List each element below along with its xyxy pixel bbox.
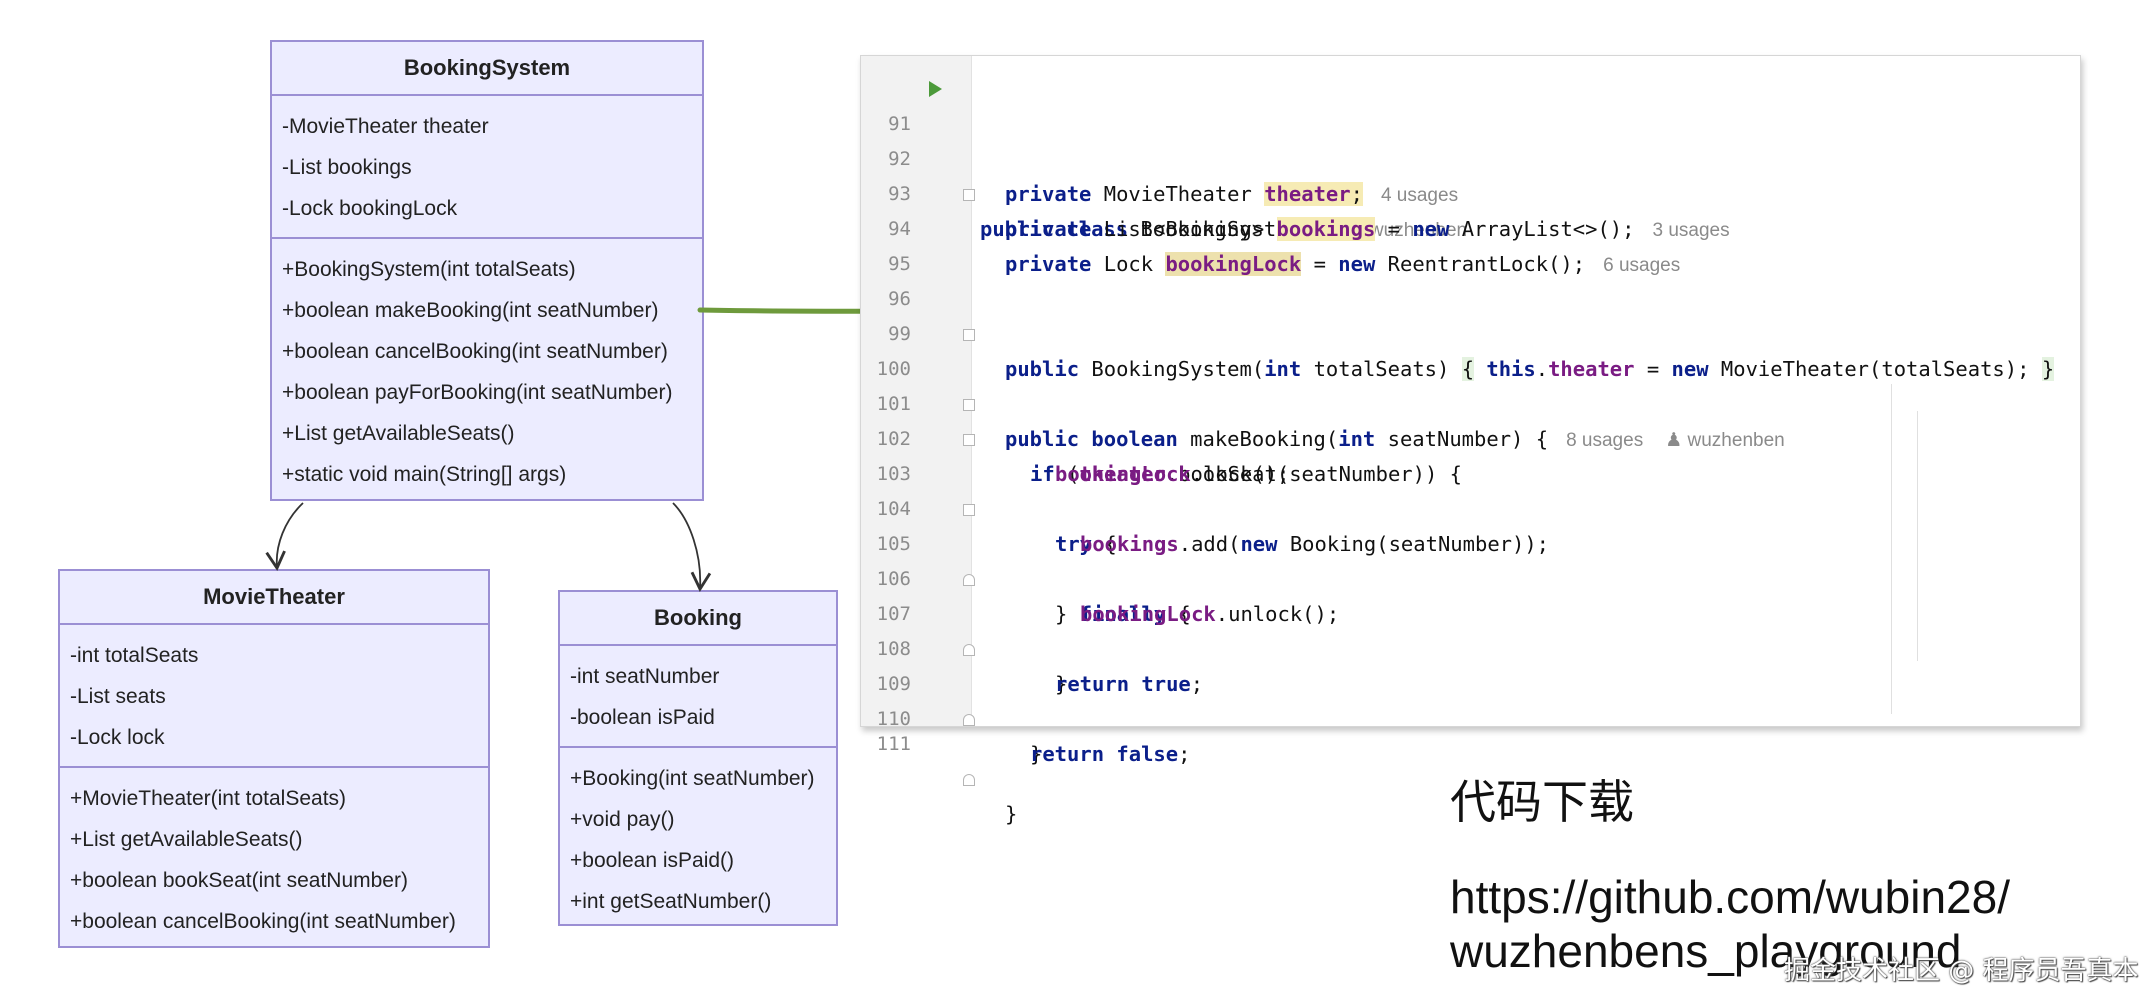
fold-icon[interactable] [963, 504, 975, 516]
fold-icon[interactable] [963, 434, 975, 446]
line-number: 111 [876, 733, 911, 755]
class-method: +boolean isPaid() [570, 849, 735, 872]
code-line: 94 private Lock bookingLock = new Reentr… [861, 177, 2080, 276]
line-number: 106 [876, 568, 911, 590]
line-number: 91 [888, 113, 911, 135]
class-name: BookingSystem [272, 42, 702, 96]
line-number: 104 [876, 498, 911, 520]
class-method: +int getSeatNumber() [570, 890, 772, 913]
class-name: MovieTheater [60, 571, 488, 625]
fold-end-icon[interactable] [963, 574, 975, 586]
repo-url-link[interactable]: https://github.com/wubin28/ wuzhenbens_p… [1450, 870, 2090, 978]
code-line: 92 private MovieTheater theater;4 usages [861, 107, 2080, 206]
code-line: 91 public class BookingSystem {♟ wuzhenb… [861, 72, 2080, 241]
fold-end-icon[interactable] [963, 644, 975, 656]
line-number: 93 [888, 183, 911, 205]
class-field: -MovieTheater theater [282, 115, 489, 138]
class-method: +Booking(int seatNumber) [570, 767, 815, 790]
code-line: 95 [861, 212, 2080, 275]
line-number: 110 [876, 708, 911, 730]
repo-url-line: wuzhenbens_playground [1450, 925, 1962, 977]
line-number: 94 [888, 218, 911, 240]
code-line: 100 public boolean makeBooking(int seatN… [861, 317, 2080, 451]
indent-guide [1917, 411, 1918, 661]
fold-icon[interactable] [963, 189, 975, 201]
code-line: 93 private List<Booking> bookings = new … [861, 142, 2080, 241]
class-methods: +BookingSystem(int totalSeats) +boolean … [272, 237, 702, 503]
code-line: 106 bookingLock.unlock(); [861, 527, 2080, 626]
class-methods: +Booking(int seatNumber) +void pay() +bo… [560, 746, 836, 930]
usages-hint: 3 usages [1652, 220, 1730, 241]
line-number: 103 [876, 463, 911, 485]
class-method: +List getAvailableSeats() [282, 422, 515, 445]
class-fields: -int seatNumber -boolean isPaid [560, 646, 836, 746]
class-method: +BookingSystem(int totalSeats) [282, 258, 576, 281]
line-number: 108 [876, 638, 911, 660]
line-number: 109 [876, 673, 911, 695]
author-hint: ♟ wuzhenben [1665, 430, 1785, 451]
line-number: 92 [888, 148, 911, 170]
class-box-booking: Booking -int seatNumber -boolean isPaid … [558, 590, 838, 926]
code-line: 111 } [861, 692, 2080, 826]
fold-end-icon[interactable] [963, 714, 975, 726]
code-line: 103 try { [861, 422, 2080, 556]
class-fields: -MovieTheater theater -List bookings -Lo… [272, 96, 702, 237]
line-number: 100 [876, 358, 911, 380]
class-method: +boolean makeBooking(int seatNumber) [282, 299, 659, 322]
fold-icon[interactable] [963, 329, 975, 341]
association-arrow-booking [672, 502, 712, 592]
line-number: 105 [876, 533, 911, 555]
class-field: -List seats [70, 685, 166, 708]
class-field: -Lock lock [70, 726, 165, 749]
code-editor: 91 public class BookingSystem {♟ wuzhenb… [860, 55, 2081, 826]
line-number: 96 [888, 288, 911, 310]
line-number: 95 [888, 253, 911, 275]
class-field: -boolean isPaid [570, 706, 715, 729]
class-method: +boolean bookSeat(int seatNumber) [70, 869, 408, 892]
usages-hint: 6 usages [1603, 255, 1681, 276]
class-method: +MovieTheater(int totalSeats) [70, 787, 347, 810]
class-field: -Lock bookingLock [282, 197, 458, 220]
code-line: 105 } finally { [861, 492, 2080, 626]
class-method: +boolean payForBooking(int seatNumber) [282, 381, 673, 404]
line-gutter [861, 56, 972, 726]
class-method: +boolean cancelBooking(int seatNumber) [70, 910, 456, 933]
class-box-movie-theater: MovieTheater -int totalSeats -List seats… [58, 569, 490, 948]
class-method: +List getAvailableSeats() [70, 828, 303, 851]
class-field: -List bookings [282, 156, 412, 179]
code-line: 109 } [861, 632, 2080, 766]
watermark: 掘金技术社区 @ 程序员吾真本 [1784, 956, 2139, 986]
class-field: -int seatNumber [570, 665, 720, 688]
line-number: 107 [876, 603, 911, 625]
class-methods: +MovieTheater(int totalSeats) +List getA… [60, 766, 488, 950]
code-line: 99 [861, 282, 2080, 345]
fold-icon[interactable] [963, 399, 975, 411]
code-line: 104 bookings.add(new Booking(seatNumber)… [861, 457, 2080, 556]
repo-url-line: https://github.com/wubin28/ [1450, 871, 2010, 923]
run-icon[interactable] [929, 81, 942, 97]
class-method: +boolean cancelBooking(int seatNumber) [282, 340, 668, 363]
download-label: 代码下载 [1450, 775, 1634, 829]
class-method: +static void main(String[] args) [282, 463, 567, 486]
line-number: 102 [876, 428, 911, 450]
usages-hint: 8 usages [1566, 430, 1644, 451]
class-field: -int totalSeats [70, 644, 199, 667]
code-line: 107 } [861, 562, 2080, 696]
class-name: Booking [560, 592, 836, 646]
class-method: +void pay() [570, 808, 675, 831]
code-line: 110 return false; [861, 667, 2080, 766]
code-line: 102 bookingLock.lock(); [861, 387, 2080, 486]
code-line: 108 return true; [861, 597, 2080, 696]
usages-hint: 4 usages [1380, 185, 1459, 206]
code-line: 101 if (theater.bookSeat(seatNumber)) { [861, 352, 2080, 486]
indent-guide [1891, 384, 1892, 714]
code-line: 96 public BookingSystem(int totalSeats) … [861, 247, 2080, 381]
class-fields: -int totalSeats -List seats -Lock lock [60, 625, 488, 766]
fold-end-icon[interactable] [963, 774, 975, 786]
association-arrow-movie-theater [265, 502, 304, 571]
class-box-booking-system: BookingSystem -MovieTheater theater -Lis… [270, 40, 704, 501]
line-number: 99 [888, 323, 911, 345]
line-number: 101 [876, 393, 911, 415]
